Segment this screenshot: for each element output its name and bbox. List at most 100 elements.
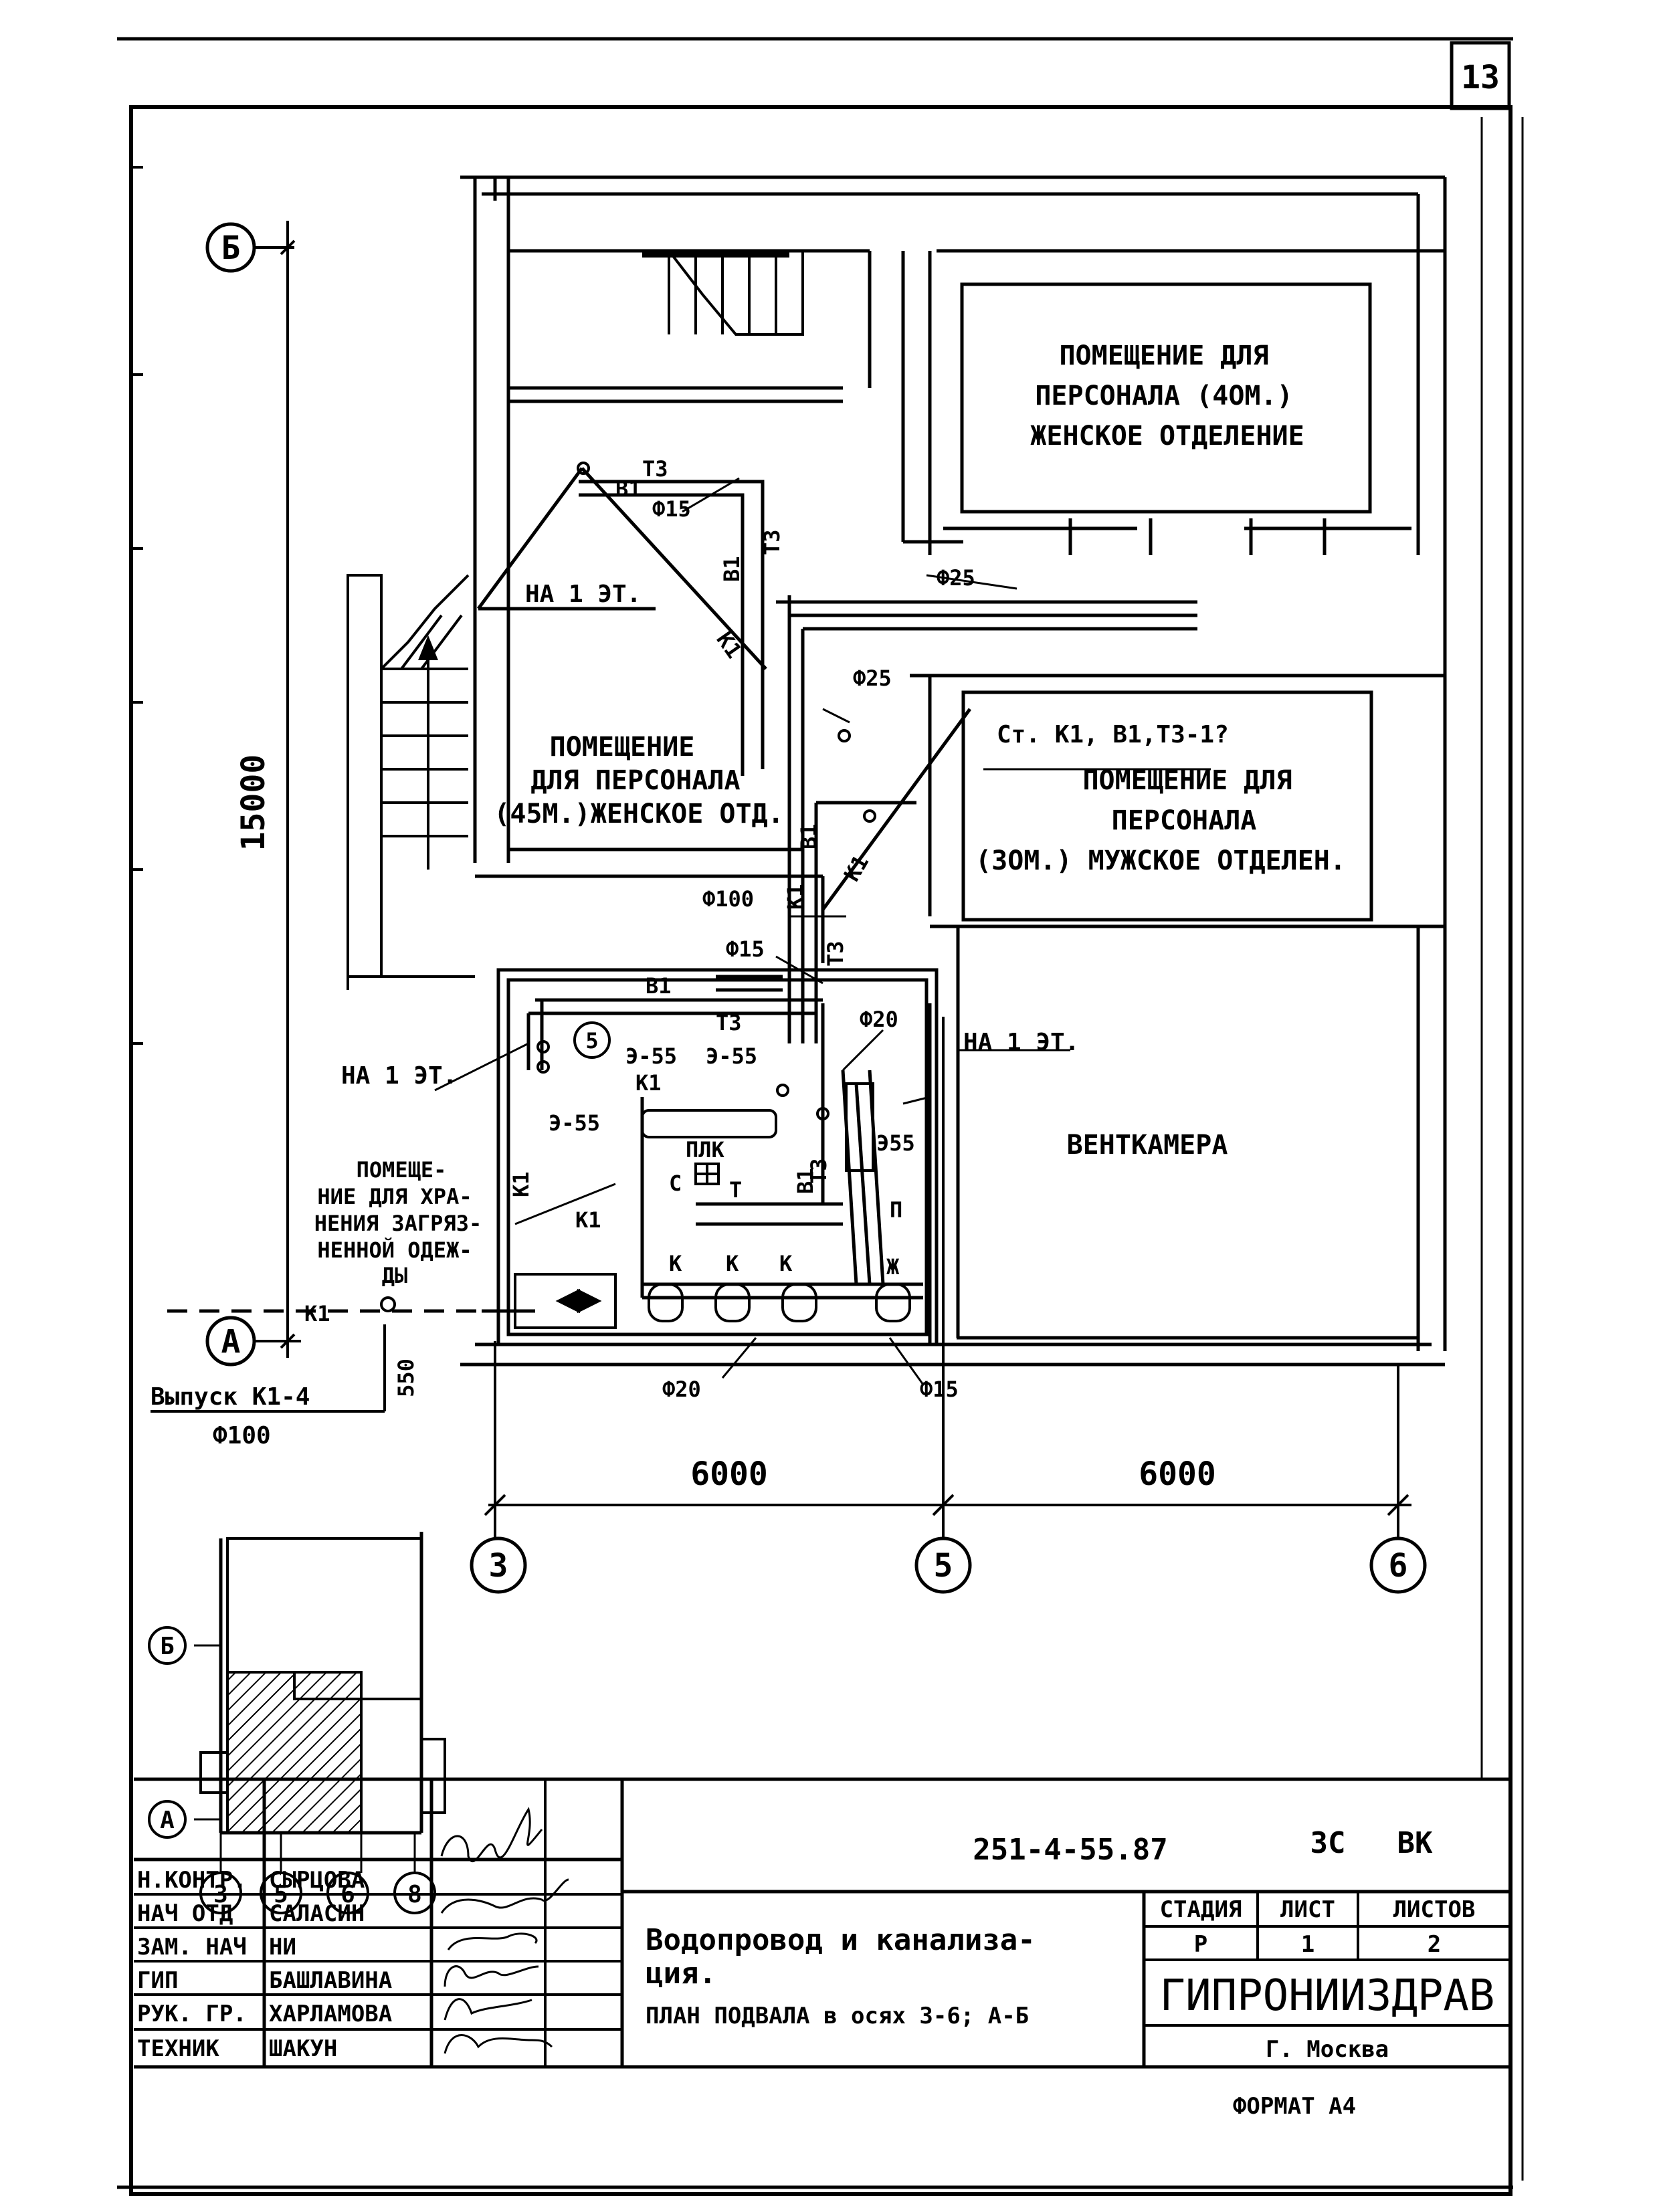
label-k-3: К: [779, 1251, 793, 1276]
axis-bubble-3: [470, 1536, 527, 1594]
axis-label-6: 6: [1389, 1547, 1408, 1585]
label-outlet: Выпуск К1-4: [151, 1383, 310, 1411]
role-tekhnik: ТЕХНИК: [137, 2035, 219, 2062]
room-labels: ПОМЕЩЕНИЕ ДЛЯ ПЕРСОНАЛА (4ОМ.) ЖЕНСКОЕ О…: [314, 340, 1346, 1288]
label-riser: Ст. К1, В1,Т3-1?: [997, 721, 1229, 748]
sheets-header: ЛИСТОВ: [1393, 1896, 1476, 1923]
stage-value: Р: [1194, 1931, 1207, 1958]
label-outlet-diameter: Ф100: [213, 1422, 271, 1449]
dimension-texts: 15000 6000 6000 550: [235, 755, 1216, 1493]
pipe-b1-vertical: В1: [719, 556, 745, 582]
pipe-t3-lower: Т3: [806, 1158, 832, 1184]
label-e55-2: Э-55: [706, 1043, 757, 1069]
room-men-30-line1: ПОМЕЩЕНИЕ ДЛЯ: [1082, 765, 1292, 796]
dimension-offset-a: 550: [393, 1359, 419, 1397]
role-gip: ГИП: [137, 1967, 178, 1994]
label-k-1: К: [669, 1251, 682, 1276]
fixtures: [380, 462, 911, 1329]
name-shakun: ШАКУН: [269, 2035, 337, 2062]
signature-6: [444, 2034, 553, 2054]
pipe-t3-1: Т3: [716, 1010, 742, 1035]
axis-label-5: 5: [934, 1547, 953, 1585]
name-ni: НИ: [269, 1934, 296, 1960]
pipe-t3-vertical: Т3: [759, 529, 785, 555]
name-syrtsova: СЫРЦОВА: [269, 1867, 365, 1894]
page-number: 13: [1461, 59, 1500, 96]
pipe-k1-1: К1: [304, 1301, 330, 1326]
page-number-box: [1450, 41, 1511, 110]
pipe-k1-left: К1: [508, 1171, 534, 1197]
signature-4: [444, 1965, 539, 1987]
top-stair: [636, 249, 804, 336]
name-salasin: САЛАСИН: [269, 1900, 365, 1927]
label-c: С: [669, 1171, 682, 1196]
marker-5: 5: [585, 1028, 598, 1053]
title-line-3: ПЛАН ПОДВАЛА в осях 3-6; А-Б: [646, 2003, 1029, 2029]
label-d20-bottom: Ф20: [662, 1377, 701, 1402]
role-nach-otd: НАЧ ОТД: [137, 1900, 233, 1927]
left-stair: [347, 574, 475, 990]
label-d25-right: Ф25: [937, 565, 975, 591]
room-women-45-line3: (45М.)ЖЕНСКОЕ ОТД.: [494, 799, 783, 829]
keyplan: Б А 3 5 6 8: [148, 1532, 446, 1914]
pipes: [167, 467, 1197, 1313]
label-e55-1: Э-55: [625, 1043, 677, 1069]
axis-label-3: 3: [489, 1547, 508, 1585]
axis-label-b: Б: [221, 229, 241, 267]
room-storage-line4: НЕННОЙ ОДЕЖ-: [317, 1237, 472, 1263]
pipe-b1-riser: В1: [796, 823, 821, 849]
room-women-45-line2: ДЛЯ ПЕРСОНАЛА: [530, 765, 740, 796]
room-ventkamera: ВЕНТКАМЕРА: [1067, 1130, 1228, 1161]
sheets-value: 2: [1428, 1931, 1441, 1958]
room-men-30-line2: ПЕРСОНАЛА: [1112, 805, 1257, 836]
label-k-2: К: [726, 1251, 739, 1276]
dimension-span-3-5: 6000: [690, 1455, 768, 1493]
title-block: 251-4-55.87 3С ВК Н.КОНТР. НАЧ ОТД ЗАМ. …: [134, 1777, 1510, 2069]
drawing-code: 251-4-55.87: [973, 1833, 1167, 1867]
title-line-1: Водопровод и канализа-: [646, 1923, 1036, 1957]
pipe-b1-lower: В1: [793, 1168, 818, 1194]
margin-ticks: [131, 166, 143, 1045]
dimension-span-5-6: 6000: [1139, 1455, 1216, 1493]
name-kharlamova: ХАРЛАМОВА: [269, 2001, 392, 2027]
label-to-first-floor-1: НА 1 ЭТ.: [525, 581, 641, 608]
dimension-height: 15000: [235, 755, 272, 851]
pipe-t3-top: Т3: [642, 456, 668, 482]
label-e55-4: Э55: [876, 1130, 915, 1156]
label-zh: Ж: [886, 1254, 900, 1280]
title-line-2: ция.: [646, 1956, 716, 1991]
label-d100: Ф100: [702, 886, 754, 912]
building-walls: [460, 175, 1447, 1367]
label-e55-3: Э-55: [549, 1110, 600, 1136]
axis-bubble-6: [1369, 1536, 1427, 1594]
label-d15-bottom: Ф15: [920, 1377, 959, 1402]
room-women-40-line3: ЖЕНСКОЕ ОТДЕЛЕНИЕ: [1030, 421, 1304, 451]
axis-bubble-b: [205, 222, 256, 273]
pipe-b1-1: В1: [646, 973, 672, 999]
drawing-mark-1: 3С: [1310, 1826, 1346, 1860]
pipe-k1-2: К1: [575, 1207, 601, 1233]
axis-bubble-a: [205, 1316, 256, 1367]
city: Г. Москва: [1266, 2036, 1389, 2063]
stage-header: СТАДИЯ: [1160, 1896, 1242, 1923]
label-d25-mid: Ф25: [853, 666, 892, 691]
label-d15-mid: Ф15: [726, 936, 765, 962]
label-d15-top: Ф15: [652, 496, 691, 522]
role-ruk-gr: РУК. ГР.: [137, 2001, 247, 2027]
keyplan-axis-b: Б: [160, 1633, 175, 1660]
room-women-40-line2: ПЕРСОНАЛА (4ОМ.): [1035, 381, 1292, 411]
axis-bubble-5: [914, 1536, 972, 1594]
sheet-value: 1: [1301, 1931, 1314, 1958]
pipe-b1-top: В1: [615, 476, 642, 502]
marker-5-circle: [573, 1021, 611, 1059]
pipe-labels: НА 1 ЭТ. НА 1 ЭТ. НА 1 ЭТ. Ст. К1, В1,Т3…: [151, 456, 1229, 1449]
role-zam-nach: ЗАМ. НАЧ: [137, 1934, 247, 1960]
room-storage-line3: НЕНИЯ ЗАГРЯЗ-: [314, 1211, 482, 1236]
pipe-k1-riser: К1: [783, 884, 808, 910]
room-storage-line2: НИЕ ДЛЯ ХРА-: [317, 1184, 472, 1209]
organization: ГИПРОНИИЗДРАВ: [1160, 1971, 1495, 2021]
sheet-frame: 13: [117, 37, 1524, 2196]
label-to-first-floor-2: НА 1 ЭТ.: [341, 1062, 457, 1090]
room-women-40-line1: ПОМЕЩЕНИЕ ДЛЯ: [1059, 340, 1268, 371]
